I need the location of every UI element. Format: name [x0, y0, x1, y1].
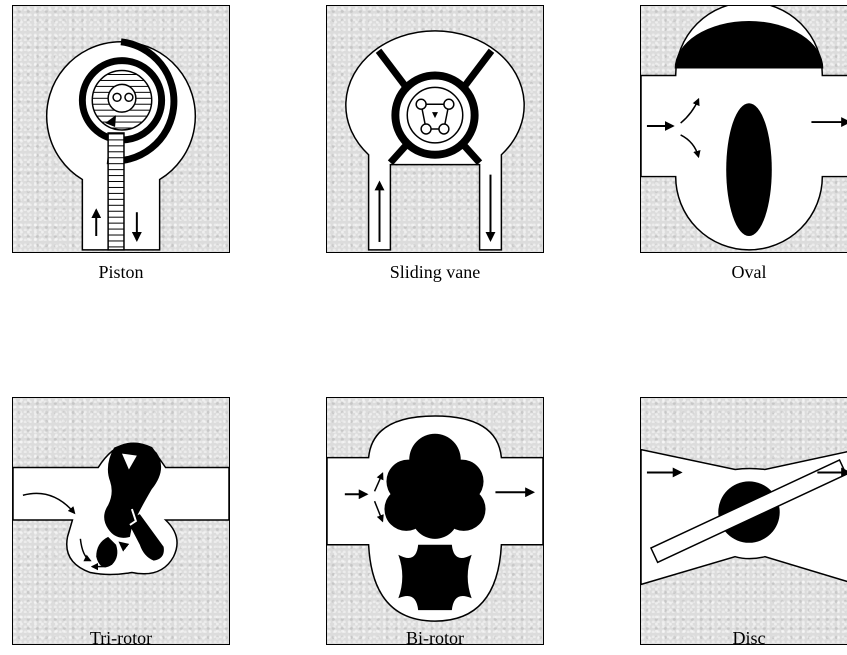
tri-rotor-diagram [12, 397, 230, 645]
caption-tri-rotor: Tri-rotor [12, 628, 230, 649]
caption-bi-rotor: Bi-rotor [326, 628, 544, 649]
piston-diagram [12, 5, 230, 253]
oval-diagram [640, 5, 847, 253]
caption-piston: Piston [12, 262, 230, 283]
disc-diagram [640, 397, 847, 645]
nutating-disc-meter-icon [641, 398, 847, 644]
caption-sliding-vane: Sliding vane [326, 262, 544, 283]
bi-rotor-meter-icon [327, 398, 543, 644]
caption-disc: Disc [640, 628, 847, 649]
tri-rotor-meter-icon [13, 398, 229, 644]
sliding-vane-meter-icon [327, 6, 543, 252]
oval-gear-meter-icon [641, 6, 847, 252]
sliding-vane-diagram [326, 5, 544, 253]
bi-rotor-diagram [326, 397, 544, 645]
piston-meter-icon [13, 6, 229, 252]
caption-oval: Oval [640, 262, 847, 283]
